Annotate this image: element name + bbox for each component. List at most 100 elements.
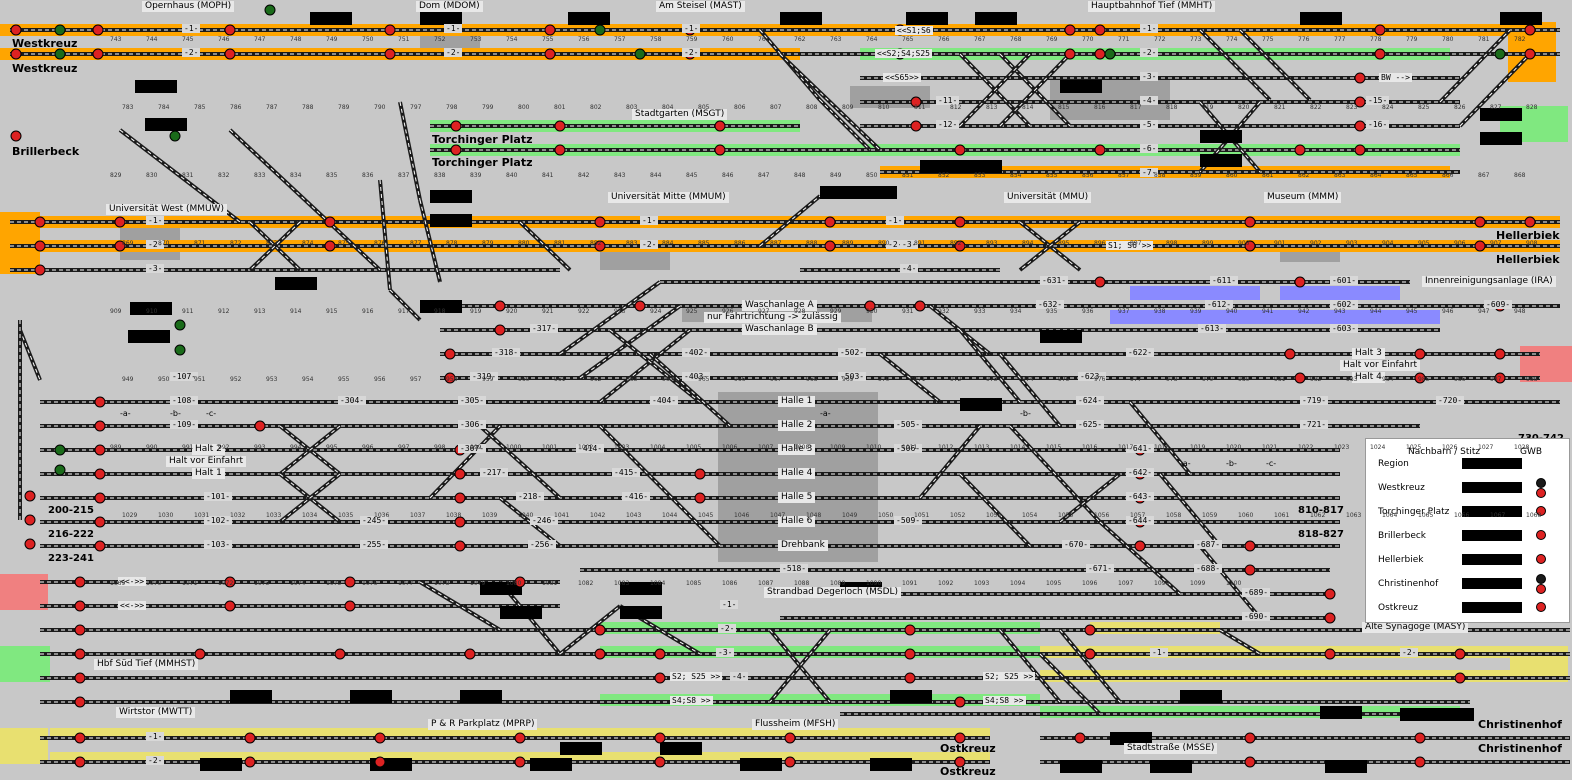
signal-59[interactable] <box>494 324 506 336</box>
panel-gwb-westkreuz-a[interactable] <box>1536 478 1546 488</box>
signal-green-10[interactable] <box>1494 48 1506 60</box>
signal-32[interactable] <box>714 120 726 132</box>
signal-141[interactable] <box>1244 756 1256 768</box>
signal-125[interactable] <box>74 732 86 744</box>
signal-10[interactable] <box>92 48 104 60</box>
signal-0[interactable] <box>10 24 22 36</box>
signal-7[interactable] <box>24 514 36 526</box>
route-s1s6-mid[interactable]: S1; S6 >> <box>1106 241 1154 250</box>
signal-39[interactable] <box>1354 72 1366 84</box>
signal-115[interactable] <box>654 672 666 684</box>
panel-bar-christinenhof[interactable] <box>1462 578 1522 589</box>
signal-69[interactable] <box>1294 372 1306 384</box>
signal-72[interactable] <box>1494 348 1506 360</box>
route-s2s4s25[interactable]: <<S2;S4;S25 <box>875 49 932 58</box>
signal-116[interactable] <box>904 624 916 636</box>
signal-83[interactable] <box>454 468 466 480</box>
signal-27[interactable] <box>1524 48 1536 60</box>
signal-120[interactable] <box>1084 624 1096 636</box>
signal-53[interactable] <box>1244 216 1256 228</box>
signal-9[interactable] <box>92 24 104 36</box>
signal-green-4[interactable] <box>174 344 186 356</box>
signal-112[interactable] <box>594 624 606 636</box>
signal-73[interactable] <box>1494 372 1506 384</box>
signal-127[interactable] <box>244 732 256 744</box>
signal-128[interactable] <box>244 756 256 768</box>
signal-106[interactable] <box>74 648 86 660</box>
panel-bar-ostkreuz[interactable] <box>1462 602 1522 613</box>
signal-119[interactable] <box>954 696 966 708</box>
signal-21[interactable] <box>1064 48 1076 60</box>
signal-62[interactable] <box>914 300 926 312</box>
signal-108[interactable] <box>74 696 86 708</box>
signal-22[interactable] <box>1094 24 1106 36</box>
route-s1s6-top[interactable]: <<S1;S6 <box>895 26 933 35</box>
signal-100[interactable] <box>224 576 236 588</box>
signal-86[interactable] <box>454 540 466 552</box>
signal-133[interactable] <box>654 732 666 744</box>
signal-34[interactable] <box>954 144 966 156</box>
signal-51[interactable] <box>954 216 966 228</box>
signal-77[interactable] <box>94 468 106 480</box>
route-s2s25-a[interactable]: S2; S25 >> <box>670 672 723 681</box>
signal-135[interactable] <box>784 732 796 744</box>
signal-121[interactable] <box>1084 648 1096 660</box>
signal-61[interactable] <box>864 300 876 312</box>
signal-29[interactable] <box>450 144 462 156</box>
signal-green-1[interactable] <box>54 48 66 60</box>
signal-31[interactable] <box>554 144 566 156</box>
panel-bar-region[interactable] <box>1462 458 1522 469</box>
signal-green-5[interactable] <box>54 444 66 456</box>
panel-bar-westkreuz[interactable] <box>1462 482 1522 493</box>
signal-88[interactable] <box>694 492 706 504</box>
signal-23[interactable] <box>1094 48 1106 60</box>
route-s2s25-b[interactable]: S2; S25 >> <box>983 672 1036 681</box>
panel-bar-brillerbeck[interactable] <box>1462 530 1522 541</box>
signal-24[interactable] <box>1374 24 1386 36</box>
route-loop-b[interactable]: <<->> <box>118 601 147 610</box>
signal-6[interactable] <box>24 490 36 502</box>
signal-36[interactable] <box>1294 144 1306 156</box>
signal-94[interactable] <box>1244 540 1256 552</box>
panel-gwb-westkreuz-b[interactable] <box>1536 488 1546 498</box>
signal-52[interactable] <box>954 240 966 252</box>
signal-14[interactable] <box>384 48 396 60</box>
signal-green-2[interactable] <box>169 130 181 142</box>
signal-green-7[interactable] <box>634 48 646 60</box>
panel-bar-torchinger[interactable] <box>1462 506 1522 517</box>
panel-gwb-brillerbeck[interactable] <box>1536 530 1546 540</box>
signal-40[interactable] <box>1354 96 1366 108</box>
signal-134[interactable] <box>654 756 666 768</box>
signal-green-11[interactable] <box>264 4 276 16</box>
signal-15[interactable] <box>544 24 556 36</box>
signal-123[interactable] <box>1454 648 1466 660</box>
signal-47[interactable] <box>594 216 606 228</box>
signal-122[interactable] <box>1324 648 1336 660</box>
signal-114[interactable] <box>654 648 666 660</box>
signal-102[interactable] <box>344 576 356 588</box>
signal-green-0[interactable] <box>54 24 66 36</box>
signal-43[interactable] <box>114 216 126 228</box>
signal-16[interactable] <box>544 48 556 60</box>
signal-68[interactable] <box>1284 348 1296 360</box>
signal-37[interactable] <box>910 120 922 132</box>
signal-78[interactable] <box>94 492 106 504</box>
signal-green-12[interactable] <box>594 24 606 36</box>
signal-138[interactable] <box>954 756 966 768</box>
panel-gwb-hellerbiek[interactable] <box>1536 554 1546 564</box>
signal-93[interactable] <box>1134 540 1146 552</box>
signal-3[interactable] <box>34 216 46 228</box>
signal-76[interactable] <box>94 444 106 456</box>
signal-109[interactable] <box>194 648 206 660</box>
route-s4s8-b[interactable]: S4;S8 >> <box>983 696 1026 705</box>
signal-124[interactable] <box>1454 672 1466 684</box>
signal-75[interactable] <box>94 420 106 432</box>
route-loop-a[interactable]: <<->> <box>118 577 147 586</box>
signal-49[interactable] <box>824 216 836 228</box>
signal-79[interactable] <box>94 516 106 528</box>
signal-117[interactable] <box>904 648 916 660</box>
signal-143[interactable] <box>1414 756 1426 768</box>
signal-110[interactable] <box>334 648 346 660</box>
signal-107[interactable] <box>74 672 86 684</box>
panel-gwb-torchinger[interactable] <box>1536 506 1546 516</box>
